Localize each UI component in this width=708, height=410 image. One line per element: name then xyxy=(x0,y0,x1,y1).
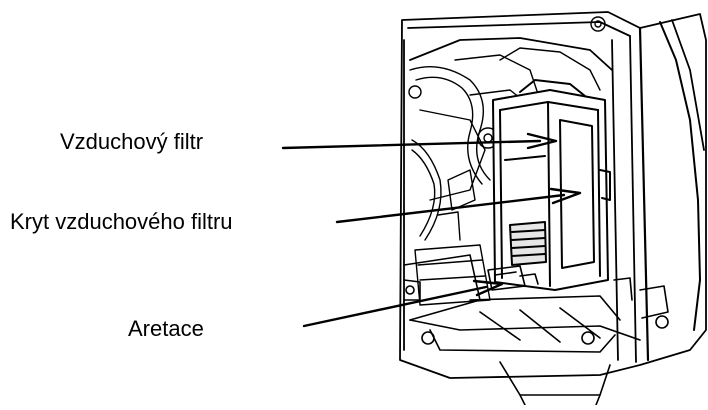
leader-filter-cover xyxy=(335,193,566,224)
base-tray xyxy=(403,254,669,406)
arrowhead-filter-cover-icon xyxy=(549,187,582,205)
arrowhead-latch-icon xyxy=(472,279,504,297)
callout-air-filter-label: Vzduchový filtr xyxy=(60,129,204,154)
callout-latch-label: Aretace xyxy=(128,316,204,341)
leader-latch xyxy=(302,285,488,328)
leader-air-filter xyxy=(281,139,542,150)
arrowhead-air-filter-icon xyxy=(526,132,558,150)
callout-leaders xyxy=(281,132,582,328)
air-filter-housing xyxy=(492,79,611,291)
callout-filter-cover-label: Kryt vzduchového filtru xyxy=(10,209,233,234)
